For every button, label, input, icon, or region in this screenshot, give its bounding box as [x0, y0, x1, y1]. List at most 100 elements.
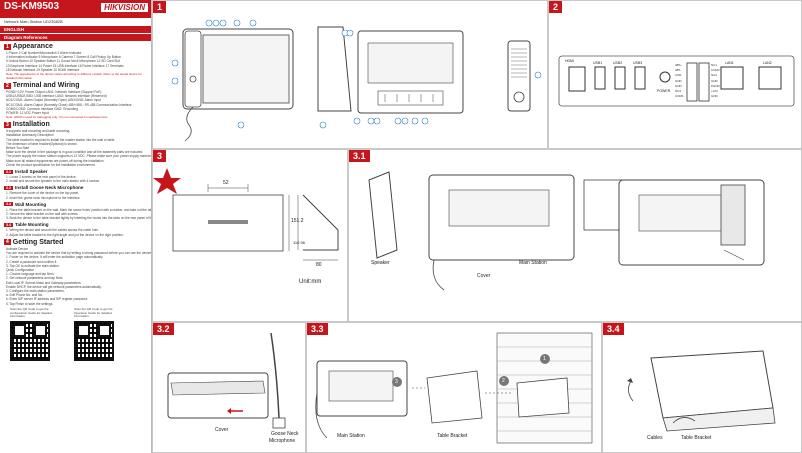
- cover-label: Cover: [215, 427, 229, 433]
- install-speaker-drawing: [368, 171, 765, 291]
- installation-item: Make sure all related equipments are pow…: [6, 158, 105, 163]
- appearance-item: 1 Phone 2 Call Number/Microswitch 3 Alar…: [6, 51, 82, 55]
- terminal-item: USB1/USB2/USB3: USB Interface LAN2: Netw…: [6, 94, 107, 99]
- step-marker: 1: [543, 356, 546, 362]
- install-step-line: 1. Place the table bracket on the wall. …: [6, 207, 151, 212]
- terminal-item: PGND/+12V: Power Output LAN1: Network In…: [6, 90, 102, 95]
- mic-label-line2: Microphone: [269, 438, 296, 444]
- install-step-line: 2. Install and secure the speaker to the…: [6, 179, 100, 184]
- panel-tag: 3.3: [307, 323, 328, 335]
- panel-tag: 1: [153, 1, 167, 13]
- product-subtitle: Network Main Station UD23582B: [4, 19, 63, 24]
- getting-started-item: Enable DHCP, the device will get network…: [6, 284, 102, 289]
- install-step-line: 3. Buck the device to the table bracket …: [6, 216, 151, 221]
- panel-install-microphone: 3.2 Cover Goose Neck Microphone: [152, 322, 306, 453]
- panel-wall-mounting: 3.3 3 2 1 Main Station Table Bracket: [306, 322, 602, 453]
- installation-item: Installation Accessory Description: [6, 133, 54, 138]
- step-number: 3.4: [4, 222, 13, 227]
- section-number: 3: [4, 121, 11, 128]
- qr-caption: Scan the QR Code to get the Operation Gu…: [74, 306, 113, 319]
- terminal-pin-label: PGND: [711, 83, 720, 88]
- section-terminal-heading: 2 Terminal and Wiring: [4, 82, 147, 89]
- header-bar: DS-KM9503 HIKVISION: [0, 0, 151, 18]
- terminal-pin-label: NC2: [711, 73, 718, 78]
- port-label: USB3: [633, 61, 643, 65]
- installation-item: The power supply the indoor station supp…: [6, 154, 151, 159]
- terminal-pin-label: 485+: [675, 63, 682, 67]
- qr-row: Scan the QR Code to get the configuratio…: [0, 306, 151, 363]
- panel-bracket-dimensions: 3 52 151.2 110.96 80 Unit:mm: [152, 149, 348, 322]
- section-getting-started-heading: 4 Getting Started: [4, 239, 147, 246]
- terminal-pin-label: GND: [675, 78, 682, 83]
- appearance-item: 18 Network Interface 19 Speaker 20 HDMI …: [6, 67, 80, 72]
- main-station-label: Main Station: [519, 260, 547, 266]
- terminal-pin-label: GND: [675, 83, 682, 88]
- bracket-label: Table Bracket: [437, 433, 468, 439]
- getting-started-item: Quick Configuration: [6, 267, 34, 272]
- getting-started-item: 2. Set network parameters and tap Next.: [6, 276, 64, 281]
- appearance-item: 9 Unlock Button 10 Speaker Button 11 Goo…: [6, 59, 120, 64]
- dim-side: 110.96: [293, 240, 305, 245]
- getting-started-item: 4. Tap Finish to save the settings.: [6, 301, 54, 306]
- panel-tag: 3.1: [349, 150, 370, 162]
- cover-label: Cover: [477, 273, 491, 279]
- step-number: 3.3: [4, 202, 13, 207]
- getting-started-item: b. Enter SIP server IP address and SIP r…: [6, 297, 89, 302]
- qr-caption: Scan the QR Code to get the configuratio…: [10, 306, 52, 319]
- appearance-item: 13 Earphone Interface 14 Power 15 USB In…: [6, 63, 124, 68]
- step-marker: 3: [395, 379, 398, 385]
- installation-item: The table bracket is required to install…: [6, 137, 116, 142]
- table-mount-drawing: [627, 350, 776, 432]
- port-label: USB2: [613, 61, 623, 65]
- terminal-pin-label: +12V: [711, 89, 719, 94]
- qr-code: [74, 321, 114, 362]
- install-step-line: 1. Wiring the device and smooth the cabl…: [6, 228, 99, 233]
- section-appearance-heading: 1 Appearance: [4, 43, 147, 50]
- terminal-item: COM2/COM2: Common Interface GND: Groundi…: [6, 106, 78, 111]
- cables-label: Cables: [647, 435, 663, 441]
- qr-operation-guide: Scan the QR Code to get the Operation Gu…: [74, 306, 120, 362]
- port-label: LAN1: [725, 61, 734, 65]
- install-step-line: 1. Loose 2 screws on the rear panel of t…: [6, 175, 77, 180]
- install-step-line: 1. Remove the cover of the device on the…: [6, 191, 80, 196]
- installation-item: Make sure the device in the package is i…: [6, 150, 144, 155]
- panel-tag: 2: [549, 1, 563, 13]
- dim-depth: 80: [316, 262, 322, 268]
- main-station-label: Main Station: [337, 433, 365, 439]
- panel-tag: 3: [153, 150, 167, 162]
- appearance-list: 1 Phone 2 Call Number/Microswitch 3 Alar…: [0, 51, 151, 72]
- mic-label-line1: Goose Neck: [271, 431, 299, 437]
- getting-started-item: Edit Local IP, Subnet Mask and Gateway p…: [6, 280, 82, 285]
- appearance-item: 4 Information Indicator 5 Microphone 6 C…: [6, 55, 121, 60]
- installation-item: Check the product specification for the …: [6, 162, 96, 167]
- brand-logo: HIKVISION: [101, 3, 148, 12]
- getting-started-item: 2. Create a password and confirm it.: [6, 259, 58, 264]
- panel-terminal-diagram: 2 HDMI USB1 USB2 USB3 POWER LAN1 LAN2 48…: [548, 0, 802, 149]
- panel-install-speaker: 3.1 Speaker Cover Main Station: [348, 149, 802, 322]
- port-label: USB1: [593, 61, 603, 65]
- step-number: 3.2: [4, 185, 13, 190]
- instruction-column: DS-KM9503 HIKVISION Network Main Station…: [0, 0, 152, 453]
- panel-table-mounting: 3.4 Cables Table Bracket: [602, 322, 802, 453]
- section-title: Appearance: [12, 43, 53, 50]
- terminal-pin-label: COM2: [711, 68, 720, 73]
- section-title: Terminal and Wiring: [12, 82, 80, 90]
- installation-item: Before You Start: [6, 146, 30, 151]
- terminal-item: NO1/COM1: Alarm Output (Normally Open) A…: [6, 98, 101, 103]
- install-mic-drawing: [167, 332, 286, 429]
- getting-started-item: 3. Tap OK to activate the main station.: [6, 263, 60, 268]
- speaker-label: Speaker: [371, 260, 390, 266]
- terminal-drawing: [558, 55, 795, 107]
- panel-tag: 3.4: [603, 323, 624, 335]
- step-title: Install Goose Neck Microphone: [15, 185, 84, 191]
- terminal-item: NC1/COM1: Alarm Output (Normally Close) …: [6, 102, 132, 107]
- step-title: Wall Mounting: [15, 201, 47, 207]
- dim-height: 151.2: [291, 218, 304, 224]
